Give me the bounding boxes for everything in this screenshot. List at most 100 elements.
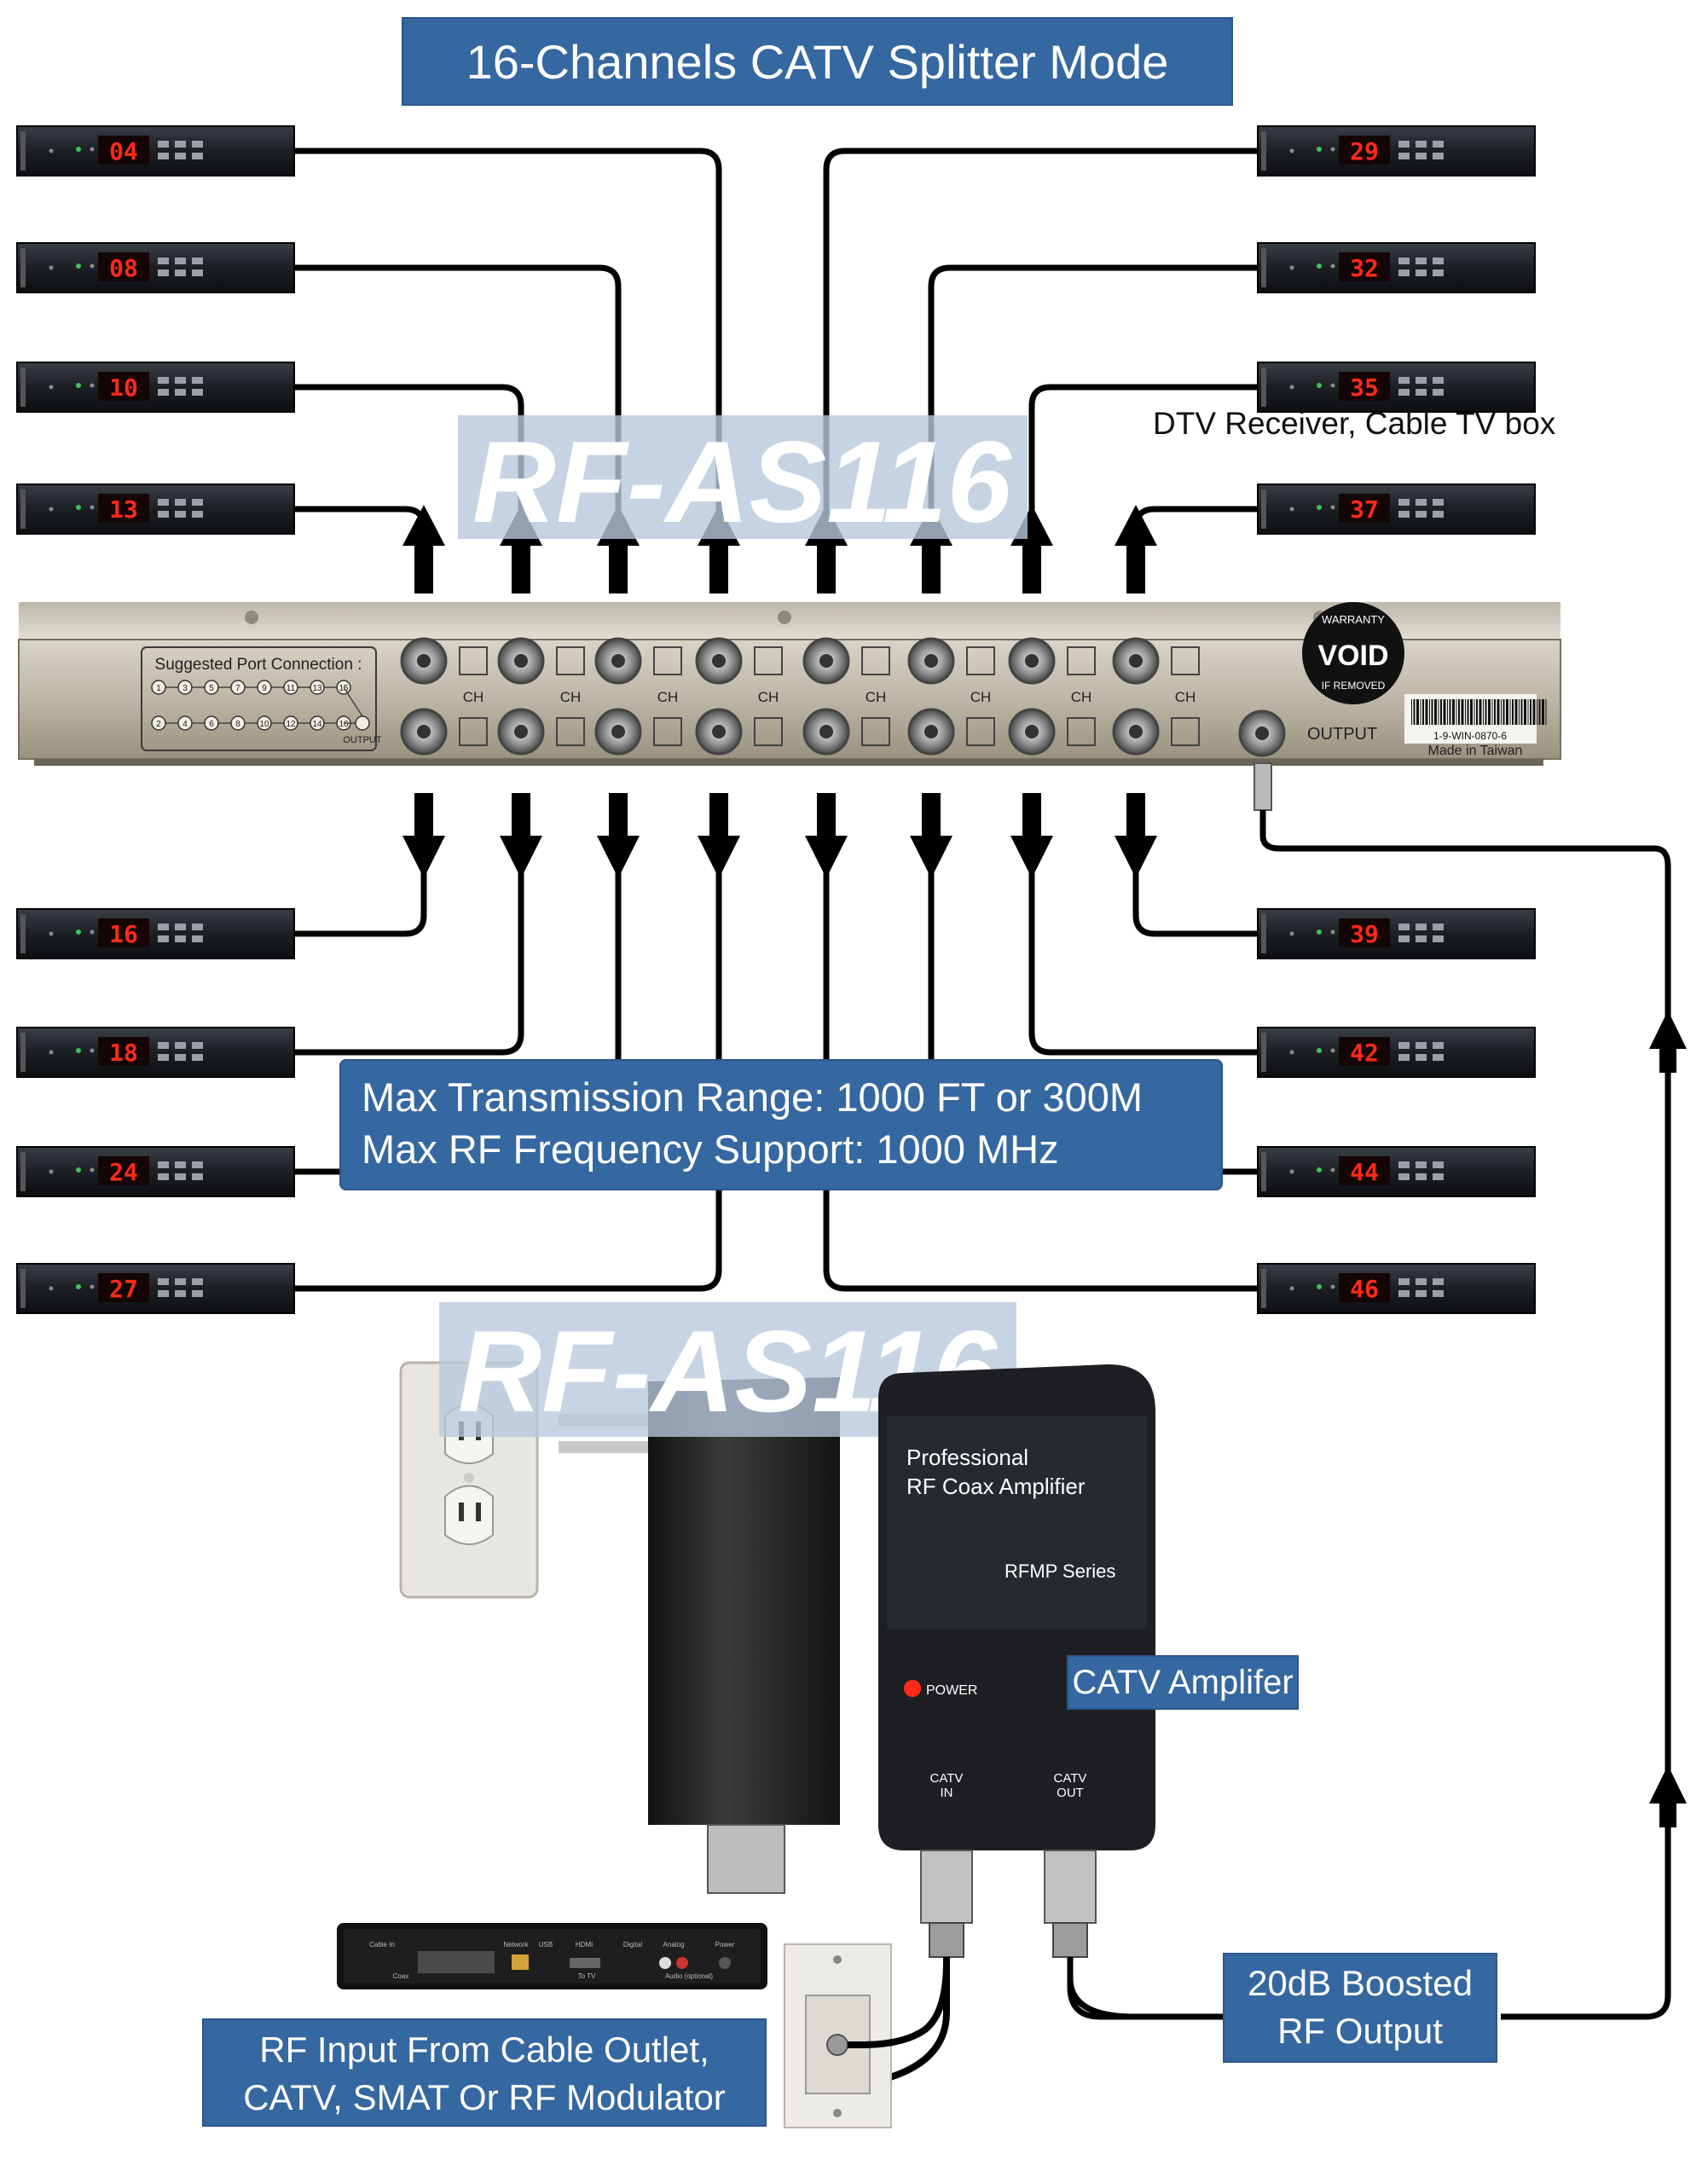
port-map-number: 12 xyxy=(286,720,296,729)
channel-box xyxy=(861,717,890,746)
receiver-channel-display: 10 xyxy=(109,373,138,402)
channel-box xyxy=(459,646,488,675)
power-adapter xyxy=(559,1377,840,1894)
receiver-box: 18 xyxy=(16,1027,295,1078)
splitter-port xyxy=(594,637,642,685)
port-map-number: 2 xyxy=(156,720,161,729)
port-map-number: 6 xyxy=(209,720,214,729)
channel-box xyxy=(556,646,585,675)
rf-input-line2: CATV, SMAT Or RF Modulator xyxy=(243,2077,726,2117)
splitter-port xyxy=(695,637,743,685)
channel-box xyxy=(754,717,783,746)
splitter-port xyxy=(1008,637,1056,685)
splitter-port xyxy=(695,708,743,756)
splitter-port xyxy=(497,637,545,685)
receiver-box: 16 xyxy=(16,908,295,959)
channel-label: CH xyxy=(1071,689,1092,705)
catv-out-label-2: OUT xyxy=(1057,1786,1084,1800)
receiver-box: 24 xyxy=(16,1146,295,1197)
channel-label: CH xyxy=(866,689,887,705)
splitter-port xyxy=(497,708,545,756)
channel-box xyxy=(459,717,488,746)
channel-box xyxy=(653,646,682,675)
channel-label: CH xyxy=(758,689,779,705)
receiver-box: 04 xyxy=(16,125,295,177)
void-text: VOID xyxy=(1317,640,1388,672)
port-map-number: 14 xyxy=(312,720,322,729)
watermark-text: RF-AS116 xyxy=(472,417,1013,547)
receiver-box: 10 xyxy=(16,362,295,413)
channel-box xyxy=(1067,717,1096,746)
splitter-port xyxy=(802,637,850,685)
receiver-box: 32 xyxy=(1257,242,1536,293)
receiver-box: 13 xyxy=(16,484,295,535)
frequency-spec: Max RF Frequency Support: 1000 MHz xyxy=(362,1126,1059,1172)
channel-box xyxy=(1171,646,1200,675)
receiver-box: 27 xyxy=(16,1263,295,1314)
settop-port-label: Analog xyxy=(663,1941,685,1948)
splitter-port xyxy=(907,708,955,756)
receiver-box: 39 xyxy=(1257,908,1536,959)
serial-number: 1-9-WIN-0870-6 xyxy=(1433,730,1507,742)
settop-port-label: HDMI xyxy=(576,1941,593,1948)
specs-box: Max Transmission Range: 1000 FT or 300M … xyxy=(339,1059,1223,1190)
warranty-void-sticker xyxy=(1302,602,1404,704)
channel-label: CH xyxy=(463,689,484,705)
port-map-number: 8 xyxy=(235,720,240,729)
channel-box xyxy=(1171,717,1200,746)
channel-box xyxy=(1067,646,1096,675)
port-map-number: 1 xyxy=(156,684,161,693)
catv-out-label: CATV xyxy=(1054,1771,1087,1786)
receiver-box: 42 xyxy=(1257,1027,1536,1078)
barcode-icon xyxy=(1411,699,1547,725)
receiver-channel-display: 35 xyxy=(1350,373,1379,402)
receiver-box: 46 xyxy=(1257,1263,1536,1314)
splitter-port xyxy=(1008,708,1056,756)
channel-box xyxy=(861,646,890,675)
amplifier-label: CATV Amplifer xyxy=(1067,1655,1299,1710)
settop-port-label: Audio (optional) xyxy=(665,1972,713,1980)
receiver-channel-display: 39 xyxy=(1350,920,1379,948)
boosted-line2: RF Output xyxy=(1277,2011,1443,2051)
channel-box xyxy=(966,717,995,746)
splitter-port xyxy=(907,637,955,685)
channel-box xyxy=(966,646,995,675)
rf-input-line1: RF Input From Cable Outlet, xyxy=(259,2030,709,2070)
range-spec: Max Transmission Range: 1000 FT or 300M xyxy=(362,1074,1143,1120)
splitter-port xyxy=(400,637,448,685)
receiver-channel-display: 24 xyxy=(109,1158,138,1186)
receiver-channel-display: 46 xyxy=(1350,1275,1379,1303)
receiver-box: 08 xyxy=(16,242,295,293)
settop-port-label: To TV xyxy=(578,1972,596,1980)
receiver-channel-display: 32 xyxy=(1350,254,1379,282)
receiver-box: 35 xyxy=(1257,362,1536,413)
watermark-bottom: RF-AS116 xyxy=(439,1302,1016,1437)
receiver-channel-display: 04 xyxy=(109,137,138,165)
receiver-channel-display: 27 xyxy=(109,1275,138,1303)
port-map-number: 7 xyxy=(235,684,240,693)
settop-port-label: Power xyxy=(715,1941,735,1948)
channel-box xyxy=(653,717,682,746)
receiver-channel-display: 08 xyxy=(109,254,138,282)
boosted-output-label: 20dB Boosted RF Output xyxy=(1223,1953,1497,2063)
power-led-icon xyxy=(904,1680,921,1697)
boosted-line1: 20dB Boosted xyxy=(1248,1963,1473,2003)
screw-icon xyxy=(245,611,258,624)
receiver-box: 29 xyxy=(1257,125,1536,177)
if-removed-text: IF REMOVED xyxy=(1322,680,1386,692)
amplifier-series: RFMP Series xyxy=(1005,1561,1115,1582)
channel-label: CH xyxy=(970,689,992,705)
power-label: POWER xyxy=(926,1683,977,1698)
channel-box xyxy=(556,717,585,746)
channel-label: CH xyxy=(657,689,679,705)
catv-amplifier: Professional RF Coax Amplifier RFMP Seri… xyxy=(844,1364,1155,2084)
output-port-label: OUTPUT xyxy=(1307,725,1377,744)
suggested-connection-title: Suggested Port Connection : xyxy=(155,656,362,674)
splitter-port xyxy=(400,708,448,756)
